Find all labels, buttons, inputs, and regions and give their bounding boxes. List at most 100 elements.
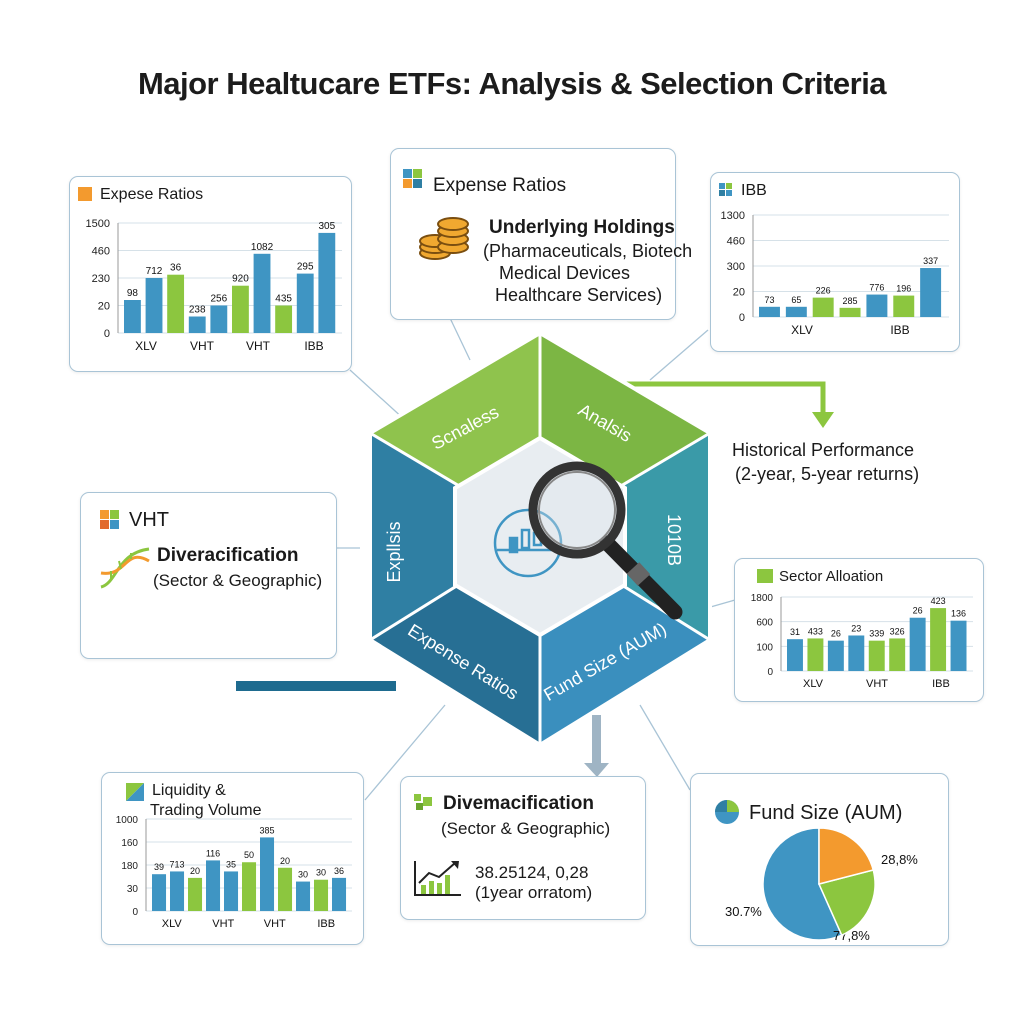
bar-value-label: 435 <box>275 294 292 305</box>
y-tick-label: 460 <box>92 246 110 258</box>
bar-value-label: 305 <box>318 221 335 232</box>
bar-value-label: 776 <box>869 283 884 293</box>
bar-value-label: 238 <box>189 305 206 316</box>
bar <box>787 639 803 671</box>
x-tick-label: XLV <box>135 339 157 353</box>
holdings-line: Medical Devices <box>499 263 631 283</box>
bar <box>909 617 926 671</box>
card-title: VHT <box>129 509 169 531</box>
bar-value-label: 26 <box>913 606 923 616</box>
historical-sub: (2-year, 5-year returns) <box>735 464 920 484</box>
bar-value-label: 20 <box>190 866 200 876</box>
bar-value-label: 116 <box>206 848 220 858</box>
y-tick-label: 1500 <box>86 218 110 230</box>
stat-sub: (1year orratom) <box>475 883 593 902</box>
card-fund-size: Fund Size (AUM) 77,8%30.7%28,8% <box>690 773 949 946</box>
y-tick-label: 230 <box>92 273 110 285</box>
bar <box>210 305 228 333</box>
y-tick-label: 30 <box>127 884 139 895</box>
card-title: Divemacification <box>443 793 594 814</box>
bar-value-label: 50 <box>244 850 254 860</box>
bar <box>224 871 239 911</box>
card-title: IBB <box>741 182 767 199</box>
bar-value-label: 226 <box>816 286 831 296</box>
pie-slice <box>762 828 843 941</box>
bar <box>318 232 336 333</box>
bar-value-label: 423 <box>931 596 946 606</box>
holdings-heading: Underlying Holdings <box>489 217 675 238</box>
candlestick-chart-icon <box>493 508 563 578</box>
bar-value-label: 31 <box>790 627 800 637</box>
y-tick-label: 0 <box>104 328 110 340</box>
card-underlying-holdings: Expense Ratios Underlying Holdings (Phar… <box>390 148 692 320</box>
coins-icon <box>419 217 469 260</box>
bar-value-label: 30 <box>298 870 308 880</box>
bar-value-label: 26 <box>831 629 841 639</box>
arrow-down <box>592 715 601 765</box>
orange-square-icon <box>78 187 92 201</box>
y-tick-label: 1300 <box>721 210 745 222</box>
bar-value-label: 326 <box>890 626 905 636</box>
arrow-head <box>812 412 834 428</box>
card-vht: VHT Diveracification (Sector & Geographi… <box>80 492 337 659</box>
connector-line <box>364 704 446 801</box>
pie-icon <box>715 800 739 824</box>
bar <box>253 253 271 333</box>
bar <box>920 268 942 317</box>
y-tick-label: 460 <box>727 236 745 248</box>
bar <box>232 285 249 333</box>
bar <box>296 273 314 333</box>
bar <box>206 860 221 911</box>
bar <box>866 294 888 317</box>
bar-value-label: 1082 <box>251 242 274 253</box>
bar-value-label: 712 <box>146 266 163 277</box>
bar-value-label: 136 <box>951 609 966 619</box>
x-tick-label: IBB <box>317 918 335 930</box>
bar <box>893 295 915 317</box>
bar <box>188 877 203 911</box>
bar-value-label: 73 <box>764 295 774 305</box>
bar-value-label: 23 <box>851 623 861 633</box>
green-square-icon <box>757 569 773 583</box>
hex-label-right: 1010B <box>664 514 684 566</box>
pie-label: 28,8% <box>881 852 918 867</box>
x-tick-label: VHT <box>264 918 286 930</box>
bar <box>759 306 780 317</box>
bar <box>152 874 167 911</box>
connector-line <box>649 329 709 381</box>
bar-value-label: 285 <box>843 296 858 306</box>
card-title: Sector Alloation <box>779 568 884 585</box>
bar <box>839 307 861 317</box>
bar-value-label: 385 <box>260 825 275 835</box>
x-tick-label: XLV <box>162 918 183 930</box>
stat-value: 38.25124, 0,28 <box>475 863 589 882</box>
bar-value-label: 65 <box>791 295 801 305</box>
bar-value-label: 295 <box>297 262 314 273</box>
bar <box>167 274 185 333</box>
y-tick-label: 0 <box>767 667 773 678</box>
card-sub: (Sector & Geographic) <box>441 819 611 838</box>
bar <box>848 635 865 671</box>
y-tick-label: 20 <box>733 287 745 299</box>
x-tick-label: VHT <box>190 339 215 353</box>
y-tick-label: 20 <box>98 301 110 313</box>
card-title: Expense Ratios <box>433 175 567 196</box>
bar-value-label: 256 <box>210 294 227 305</box>
bar-value-label: 30 <box>316 868 326 878</box>
pie-label: 30.7% <box>725 904 762 919</box>
bar-value-label: 713 <box>170 859 185 869</box>
bar-value-label: 36 <box>334 866 344 876</box>
bar <box>950 620 967 671</box>
bar <box>930 608 947 671</box>
connector-line <box>449 317 471 361</box>
dna-icon <box>100 547 150 589</box>
y-tick-label: 0 <box>132 907 138 918</box>
bar-value-label: 35 <box>226 859 236 869</box>
